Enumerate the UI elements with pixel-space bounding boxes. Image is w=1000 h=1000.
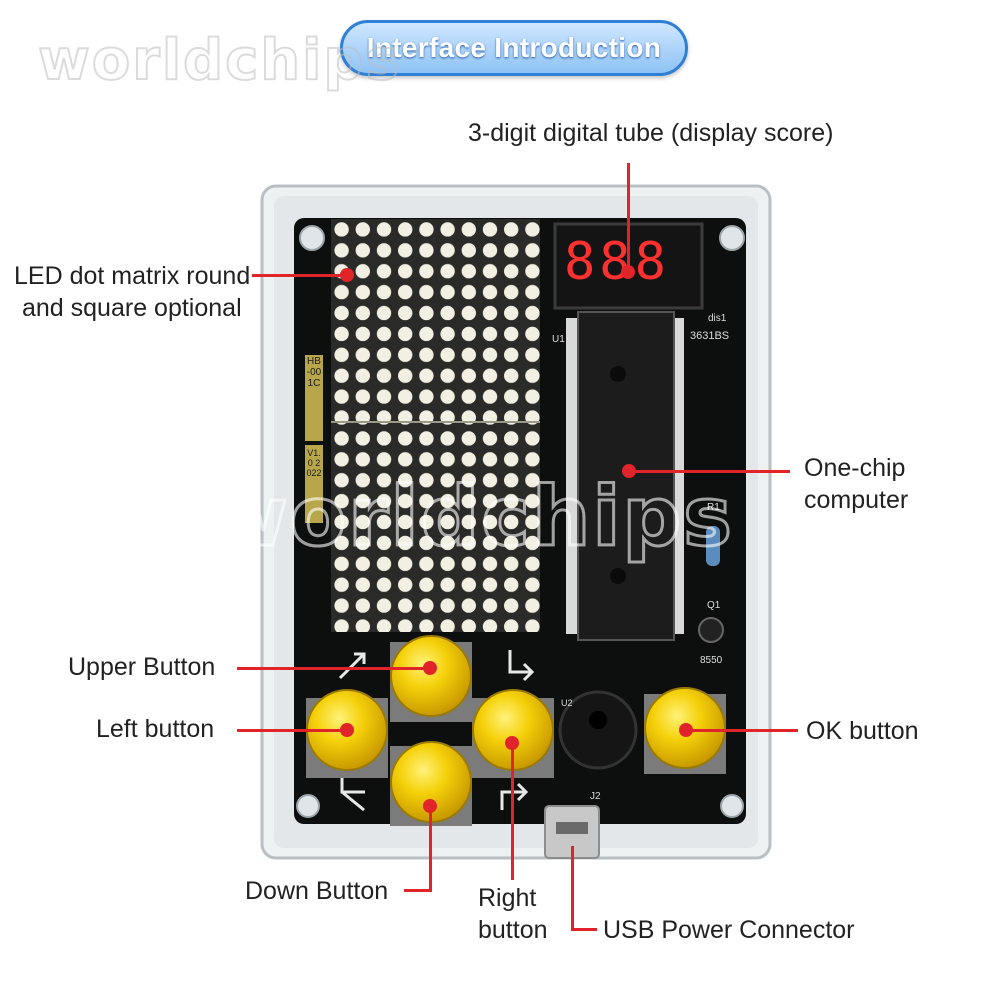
callout-line-upper [237, 667, 429, 670]
silk-q1: Q1 [707, 600, 721, 611]
title-banner: Interface Introduction [340, 20, 688, 76]
callout-line-display [627, 163, 630, 271]
silk-arrows [338, 650, 535, 812]
buttons [306, 635, 726, 826]
silk-u2: U2 [561, 698, 573, 708]
silk-r1: R1 [707, 502, 720, 513]
callout-dot-matrix [340, 268, 354, 282]
callout-dot-left [340, 723, 354, 737]
callout-line-usb-h [571, 928, 597, 931]
silk-dis1: dis1 [708, 313, 727, 324]
watermark-center: worldchips [211, 469, 734, 567]
label-display: 3-digit digital tube (display score) [468, 119, 834, 147]
label-ok-button: OK button [806, 717, 919, 745]
callout-dot-ok [679, 723, 693, 737]
silk-board-version: V1.0 2022 [306, 448, 322, 478]
callout-line-down-v [429, 806, 432, 892]
callout-dot-right [505, 736, 519, 750]
callout-dot-down [423, 799, 437, 813]
callout-line-mcu [630, 470, 790, 473]
label-right-line2: button [478, 916, 548, 944]
label-mcu-line2: computer [804, 486, 909, 514]
label-left-button: Left button [96, 715, 215, 743]
watermark-top: worldchips [37, 27, 401, 94]
label-matrix-line1: LED dot matrix round [14, 262, 251, 290]
label-upper-button: Upper Button [68, 653, 216, 681]
silk-board-id: HB-001C [306, 356, 322, 389]
digital-tube-digits: 888 [564, 232, 670, 292]
callout-line-usb-v [571, 846, 574, 930]
silk-8550: 8550 [700, 655, 723, 666]
callout-dot-display [621, 265, 635, 279]
label-right-line1: Right [478, 884, 537, 912]
silk-j2: J2 [590, 791, 601, 802]
case-screws [296, 225, 745, 818]
silk-u1: U1 [552, 334, 565, 345]
silk-part-number: 3631BS [690, 330, 730, 342]
callout-dot-upper [423, 661, 437, 675]
label-down-button: Down Button [245, 877, 389, 905]
label-matrix-line2: and square optional [22, 294, 242, 322]
callout-line-down-h [404, 889, 432, 892]
page-title: Interface Introduction [366, 32, 662, 63]
callout-dot-mcu [622, 464, 636, 478]
callout-line-left [237, 729, 347, 732]
led-dot-matrix [331, 219, 540, 632]
callout-line-matrix [252, 274, 346, 277]
label-mcu-line1: One-chip [804, 454, 906, 482]
callout-line-right [511, 742, 514, 880]
label-usb-connector: USB Power Connector [603, 916, 855, 944]
callout-line-ok [686, 729, 798, 732]
